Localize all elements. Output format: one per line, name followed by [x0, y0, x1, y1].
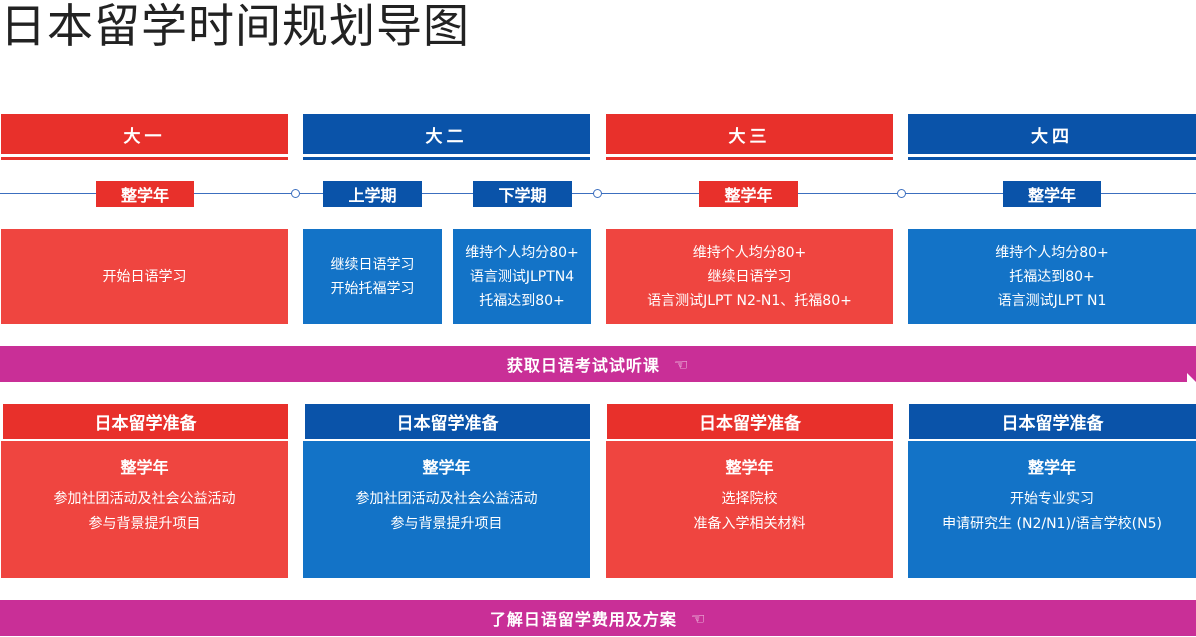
cost-plan-banner[interactable]: 了解日语留学费用及方案 ☜: [0, 600, 1196, 636]
term-label-first-semester: 上学期: [323, 181, 422, 207]
goal-line: 继续日语学习: [330, 256, 415, 273]
prep-line: 选择院校: [721, 491, 778, 507]
page-fold-corner: [1187, 373, 1196, 382]
goal-line: 开始托福学习: [330, 280, 415, 297]
goal-line: 维持个人均分80+: [692, 244, 807, 261]
prep-subtitle: 整学年: [1027, 458, 1076, 477]
prep-panel-year4: 整学年 开始专业实习 申请研究生 (N2/N1)/语言学校(N5): [908, 441, 1196, 578]
year-underline-1: [1, 157, 288, 160]
trial-class-banner[interactable]: 获取日语考试试听课 ☜: [0, 346, 1196, 382]
goal-line: 继续日语学习: [707, 268, 792, 285]
goal-line: 开始日语学习: [102, 268, 187, 285]
prep-line: 参加社团活动及社会公益活动: [53, 491, 236, 507]
prep-panel-year1: 整学年 参加社团活动及社会公益活动 参与背景提升项目: [1, 441, 288, 578]
goal-line: 维持个人均分80+: [465, 244, 579, 261]
goal-panel-year2-first: 继续日语学习 开始托福学习: [303, 229, 442, 324]
year-underline-4: [908, 157, 1196, 160]
prep-line: 申请研究生 (N2/N1)/语言学校(N5): [942, 516, 1162, 532]
year-underline-2: [303, 157, 590, 160]
prep-header-year2: 日本留学准备: [305, 404, 590, 439]
term-label-second-semester: 下学期: [473, 181, 572, 207]
cost-plan-label: 了解日语留学费用及方案: [489, 610, 677, 629]
pointing-hand-icon: ☜: [673, 354, 690, 374]
prep-header-year4: 日本留学准备: [909, 404, 1196, 439]
goal-panel-year2-second: 维持个人均分80+ 语言测试JLPTN4 托福达到80+: [453, 229, 591, 324]
prep-panel-year2: 整学年 参加社团活动及社会公益活动 参与背景提升项目: [303, 441, 590, 578]
prep-subtitle: 整学年: [120, 458, 169, 477]
year-header-3: 大三: [606, 114, 893, 154]
goal-line: 语言测试JLPTN4: [469, 268, 575, 285]
timeline-dot-2: [593, 189, 602, 198]
term-label-year3: 整学年: [699, 181, 798, 207]
goal-line: 托福达到80+: [1009, 268, 1095, 285]
goal-line: 语言测试JLPT N1: [997, 292, 1107, 309]
page-title: 日本留学时间规划导图: [0, 0, 470, 53]
goal-line: 托福达到80+: [479, 292, 565, 309]
timeline-dot-3: [897, 189, 906, 198]
trial-class-label: 获取日语考试试听课: [506, 356, 660, 375]
prep-line: 参与背景提升项目: [88, 516, 201, 532]
goal-panel-year3: 维持个人均分80+ 继续日语学习 语言测试JLPT N2-N1、托福80+: [606, 229, 893, 324]
prep-header-year1: 日本留学准备: [3, 404, 288, 439]
prep-line: 参加社团活动及社会公益活动: [355, 491, 538, 507]
goal-line: 维持个人均分80+: [995, 244, 1109, 261]
prep-subtitle: 整学年: [725, 458, 774, 477]
term-label-year1: 整学年: [96, 181, 194, 207]
term-label-year4: 整学年: [1003, 181, 1101, 207]
year-underline-3: [606, 157, 893, 160]
prep-line: 开始专业实习: [1010, 491, 1094, 507]
pointing-hand-icon: ☜: [690, 608, 707, 628]
year-header-1: 大一: [1, 114, 288, 154]
goal-panel-year1: 开始日语学习: [1, 229, 288, 324]
goal-panel-year4: 维持个人均分80+ 托福达到80+ 语言测试JLPT N1: [908, 229, 1196, 324]
goal-line: 语言测试JLPT N2-N1、托福80+: [647, 292, 852, 309]
prep-panel-year3: 整学年 选择院校 准备入学相关材料: [606, 441, 893, 578]
prep-line: 参与背景提升项目: [390, 516, 503, 532]
year-header-4: 大四: [908, 114, 1196, 154]
prep-subtitle: 整学年: [422, 458, 471, 477]
timeline-dot-1: [291, 189, 300, 198]
prep-line: 准备入学相关材料: [693, 516, 806, 532]
prep-header-year3: 日本留学准备: [607, 404, 893, 439]
year-header-2: 大二: [303, 114, 590, 154]
